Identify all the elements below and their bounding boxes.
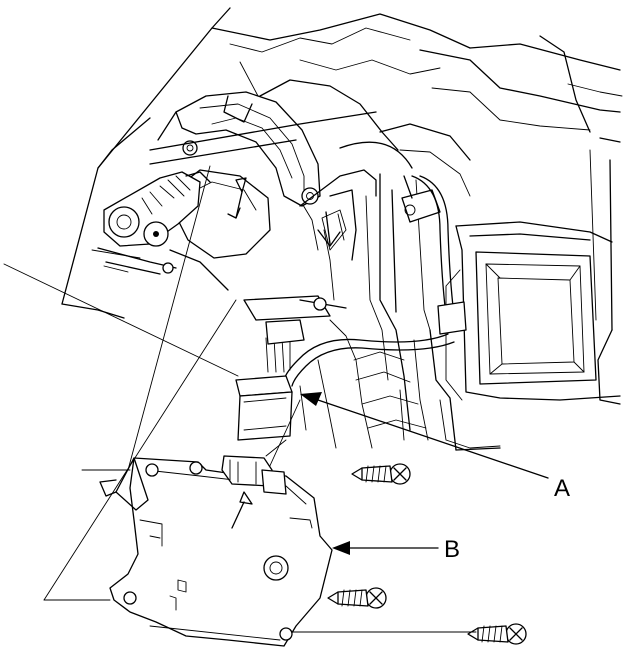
callout-a-label: A bbox=[554, 475, 570, 502]
screw-upper bbox=[351, 463, 411, 485]
lever-linkage bbox=[97, 91, 413, 275]
actuator-motor bbox=[99, 455, 333, 647]
screw-middle bbox=[327, 587, 387, 609]
callout-b: B bbox=[332, 536, 460, 563]
callout-a: A bbox=[300, 392, 570, 502]
guide-lines bbox=[3, 165, 477, 633]
screw-lower bbox=[467, 623, 527, 645]
housing-background bbox=[61, 7, 623, 405]
wire-harness bbox=[235, 175, 467, 441]
rib-structure bbox=[299, 173, 501, 451]
callout-b-label: B bbox=[444, 536, 460, 563]
duct-outlet bbox=[445, 221, 621, 401]
